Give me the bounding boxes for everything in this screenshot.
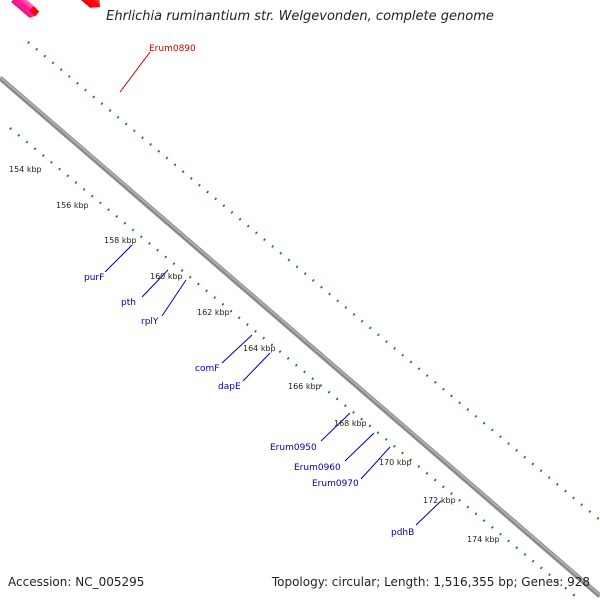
gene-labels: Erum0890 purF pth rplY comF dapE Erum095… — [84, 44, 414, 538]
tick-164: 164 kbp — [243, 344, 276, 353]
genome-backbone — [0, 76, 600, 598]
label-comF: comF — [195, 364, 219, 374]
inner-dotted-track — [9, 127, 581, 600]
gene-features — [11, 0, 103, 21]
label-dapE: dapE — [218, 382, 241, 392]
label-erum0960: Erum0960 — [294, 463, 341, 473]
tick-170: 170 kbp — [379, 458, 412, 467]
tick-174: 174 kbp — [467, 535, 500, 544]
tick-labels: 154 kbp 156 kbp 158 kbp 160 kbp 162 kbp … — [9, 165, 500, 544]
map-title: Ehrlichia ruminantium str. Welgevonden, … — [106, 9, 494, 24]
genome-summary-text: Topology: circular; Length: 1,516,355 bp… — [271, 575, 590, 589]
label-leader-lines — [104, 51, 442, 526]
tick-166: 166 kbp — [288, 382, 321, 391]
accession-text: Accession: NC_005295 — [8, 575, 145, 589]
tick-158: 158 kbp — [104, 236, 137, 245]
tick-172: 172 kbp — [423, 496, 456, 505]
label-erum0890: Erum0890 — [149, 44, 196, 54]
label-rplY: rplY — [141, 317, 159, 327]
tick-160: 160 kbp — [150, 272, 183, 281]
label-erum0970: Erum0970 — [312, 479, 359, 489]
tick-168: 168 kbp — [334, 419, 367, 428]
gene-red-small-edge — [29, 6, 40, 17]
label-purF: purF — [84, 273, 104, 283]
tick-156: 156 kbp — [56, 201, 89, 210]
tick-162: 162 kbp — [197, 308, 230, 317]
tick-154: 154 kbp — [9, 165, 42, 174]
label-pth: pth — [121, 298, 136, 308]
gene-red-large — [49, 0, 103, 11]
label-pdhB: pdhB — [391, 528, 414, 538]
label-erum0950: Erum0950 — [270, 443, 317, 453]
